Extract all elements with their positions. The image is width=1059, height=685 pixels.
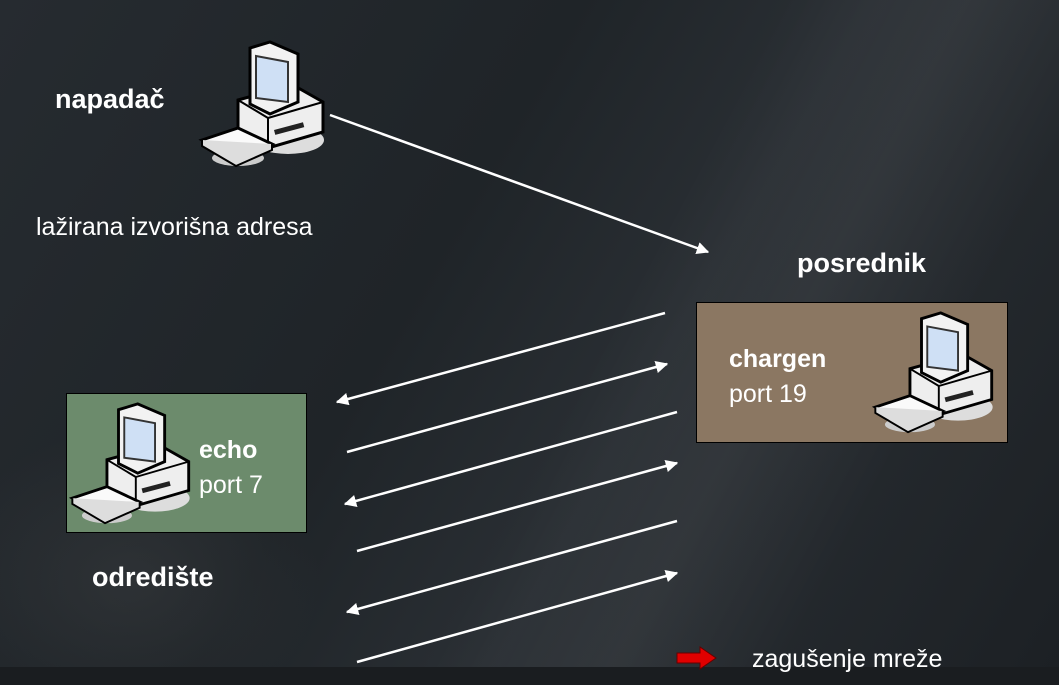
echo-response-arrow	[356, 459, 679, 553]
intermediary-port: port 19	[729, 380, 807, 408]
chargen-response-arrow	[343, 410, 678, 508]
destination-box: echo port 7	[66, 393, 307, 533]
attacker-computer-icon	[198, 40, 328, 170]
echo-response-arrow	[356, 569, 679, 664]
spoofed-address-label: lažirana izvorišna adresa	[36, 213, 313, 241]
destination-port: port 7	[199, 471, 263, 499]
spoofed-request-arrow	[329, 113, 710, 255]
destination-computer-icon	[67, 402, 195, 527]
destination-label: odredište	[92, 562, 214, 592]
intermediary-label: posrednik	[797, 248, 927, 278]
intermediary-service: chargen	[729, 345, 827, 373]
footer-bar	[0, 667, 1059, 685]
chargen-response-arrow	[335, 311, 666, 406]
intermediary-box: chargen port 19	[696, 302, 1008, 443]
destination-service: echo	[199, 436, 258, 464]
attacker-label: napadač	[55, 84, 165, 114]
red-arrow-icon	[676, 646, 717, 670]
legend-label: zagušenje mreže	[752, 645, 943, 673]
chargen-response-arrow	[345, 519, 678, 616]
intermediary-computer-icon	[869, 311, 999, 436]
echo-response-arrow	[346, 360, 669, 454]
